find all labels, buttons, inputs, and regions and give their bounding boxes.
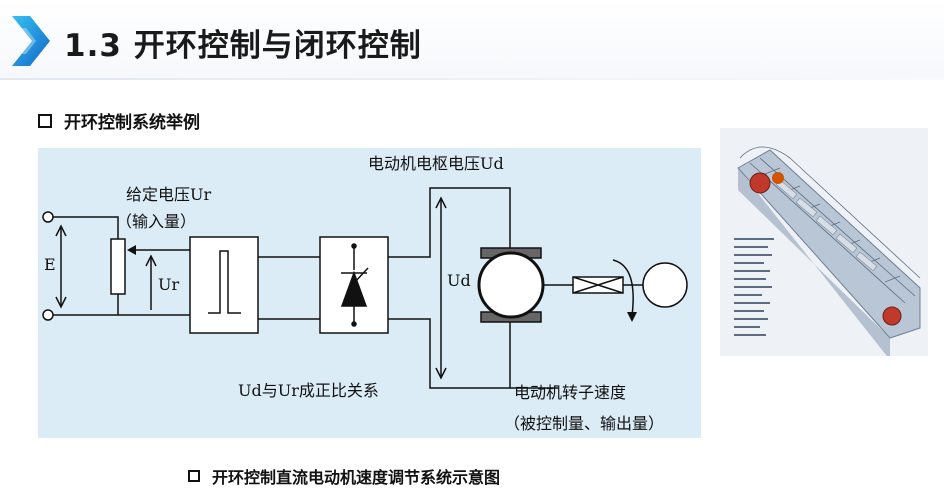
section-heading-text: 开环控制系统举例 [64, 113, 200, 133]
label-ud: Ud [447, 271, 471, 290]
label-armature-voltage: 电动机电枢电压Ud [368, 154, 504, 173]
escalator-illustration [720, 128, 928, 356]
section-heading: 开环控制系统举例 [38, 108, 200, 133]
wire-top-input [53, 216, 119, 239]
load-disc [642, 262, 688, 308]
figure-caption-text: 开环控制直流电动机速度调节系统示意图 [212, 468, 501, 487]
wire-armature-top [388, 187, 511, 258]
terminal-top [42, 211, 54, 223]
checkbox-square-icon [188, 470, 200, 482]
thyristor-symbol [340, 270, 368, 307]
chevron-logo-icon [12, 16, 50, 66]
pulse-waveform [208, 250, 241, 314]
page-title: 1.3 开环控制与闭环控制 [64, 28, 422, 64]
label-controlled-output: （被控制量、输出量） [504, 414, 665, 433]
escalator-drawing [720, 128, 928, 356]
header-divider [0, 78, 944, 80]
pulse-generator-block [189, 236, 259, 334]
label-input-quantity: （输入量） [116, 212, 197, 231]
label-e: E [44, 255, 56, 274]
rotation-arrow [612, 259, 634, 317]
figure-caption: 开环控制直流电动机速度调节系统示意图 [188, 464, 500, 488]
checkbox-square-icon [38, 113, 52, 128]
wire-armature-bottom [388, 312, 511, 389]
terminal-bottom [42, 309, 54, 321]
circuit-diagram: 给定电压Ur （输入量） E Ur 电动机电枢电压Ud Ud Ud与Ur成正比关… [38, 148, 701, 438]
slide-header [0, 0, 944, 78]
label-ur: Ur [158, 275, 180, 294]
label-rotor-speed: 电动机转子速度 [514, 383, 627, 402]
potentiometer [110, 238, 126, 295]
label-given-voltage: 给定电压Ur [126, 185, 212, 204]
circuit-drawing [42, 187, 688, 389]
label-proportional: Ud与Ur成正比关系 [238, 381, 379, 400]
motor-armature [477, 251, 545, 319]
